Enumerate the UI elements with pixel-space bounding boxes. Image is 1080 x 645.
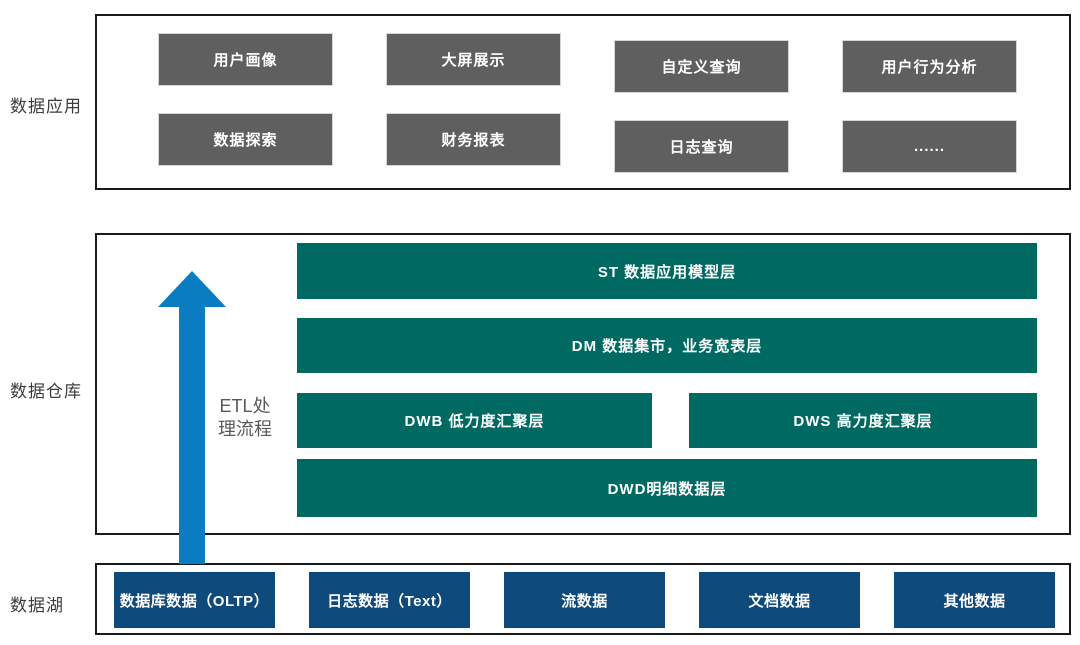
data-warehouse-section: ETL处 理流程 ST 数据应用模型层 DM 数据集市，业务宽表层 DWB 低力…: [95, 233, 1071, 535]
app-box-dashboard-display: 大屏展示: [386, 33, 561, 86]
layer-st: ST 数据应用模型层: [297, 243, 1037, 299]
etl-up-arrow-icon: [158, 271, 226, 564]
app-box-ellipsis: ......: [842, 120, 1017, 173]
layer-dwb: DWB 低力度汇聚层: [297, 393, 652, 448]
layer-dm: DM 数据集市，业务宽表层: [297, 318, 1037, 373]
lake-box-document-data: 文档数据: [699, 572, 860, 628]
layer-dws: DWS 高力度汇聚层: [689, 393, 1037, 448]
app-box-financial-report: 财务报表: [386, 113, 561, 166]
data-application-section: 用户画像 大屏展示 自定义查询 用户行为分析 数据探索 财务报表 日志查询 ..…: [95, 14, 1071, 190]
section-label-data-warehouse: 数据仓库: [10, 382, 82, 401]
app-box-log-query: 日志查询: [614, 120, 789, 173]
layer-dwd: DWD明细数据层: [297, 459, 1037, 517]
lake-box-row: 数据库数据（OLTP） 日志数据（Text） 流数据 文档数据 其他数据: [114, 572, 1055, 628]
lake-box-database-oltp: 数据库数据（OLTP）: [114, 572, 275, 628]
app-box-data-exploration: 数据探索: [158, 113, 333, 166]
lake-box-other-data: 其他数据: [894, 572, 1055, 628]
app-box-behavior-analysis: 用户行为分析: [842, 40, 1017, 93]
section-label-data-lake: 数据湖: [10, 596, 64, 615]
lake-box-stream-data: 流数据: [504, 572, 665, 628]
app-box-custom-query: 自定义查询: [614, 40, 789, 93]
etl-process-label: ETL处 理流程: [218, 396, 272, 439]
lake-box-log-text: 日志数据（Text）: [309, 572, 470, 628]
app-box-user-profile: 用户画像: [158, 33, 333, 86]
app-box-grid: 用户画像 大屏展示 自定义查询 用户行为分析 数据探索 财务报表 日志查询 ..…: [158, 33, 1017, 173]
data-lake-section: 数据库数据（OLTP） 日志数据（Text） 流数据 文档数据 其他数据: [95, 563, 1071, 635]
section-label-data-application: 数据应用: [10, 97, 82, 116]
